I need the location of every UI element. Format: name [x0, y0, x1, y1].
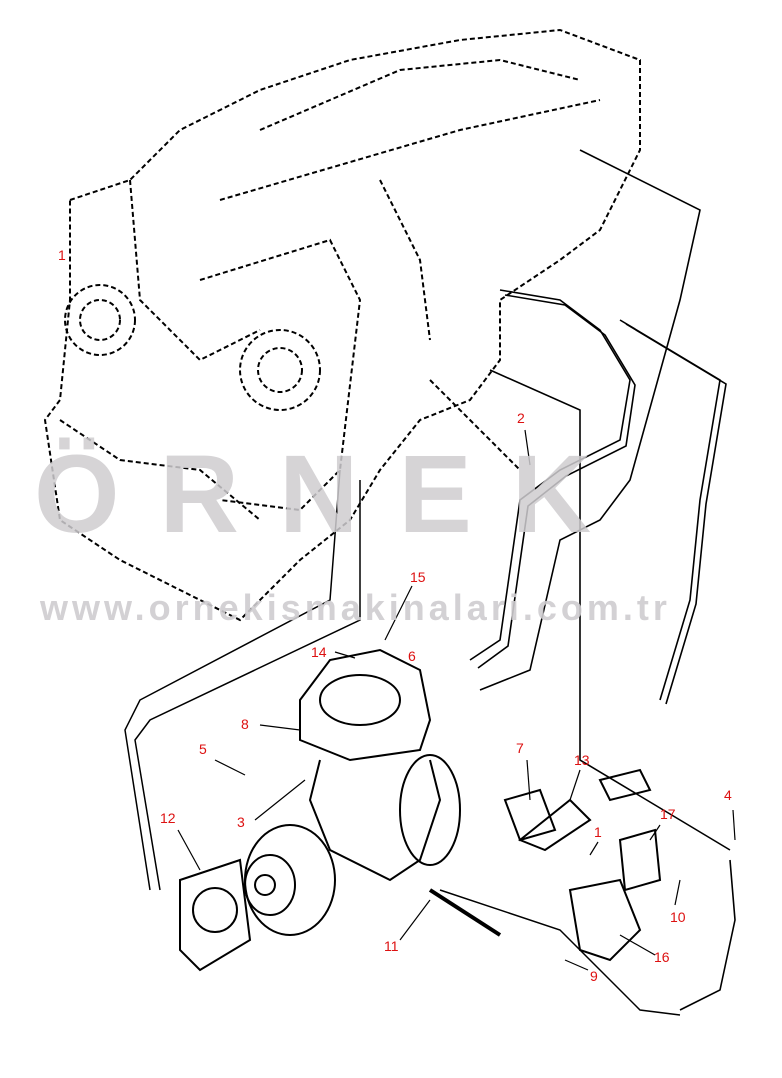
watermark-logo: ÖRNEK — [34, 433, 632, 556]
leader-lines — [177, 429, 736, 971]
callout-6: 6 — [408, 648, 416, 664]
callout-5: 5 — [199, 741, 207, 757]
callout-9: 9 — [590, 968, 598, 984]
callout-13: 13 — [574, 752, 590, 768]
callout-11: 11 — [384, 938, 399, 954]
callout-10: 10 — [670, 909, 686, 925]
callout-15: 15 — [410, 569, 426, 585]
compressor — [179, 648, 461, 972]
callout-12: 12 — [160, 810, 176, 826]
callout-8: 8 — [241, 716, 249, 732]
connector-lines — [124, 469, 681, 1016]
callout-14: 14 — [311, 644, 327, 660]
callout-17: 17 — [660, 806, 676, 822]
watermark-url: www.ornekismakinalari.com.tr — [40, 587, 671, 628]
brackets — [428, 768, 662, 962]
callout-16: 16 — [654, 949, 670, 965]
callout-2: 2 — [517, 410, 525, 426]
callout-4: 4 — [724, 787, 732, 803]
callout-1: 1 — [58, 247, 66, 263]
callout-1b: 1 — [594, 824, 602, 840]
callout-7: 7 — [516, 740, 524, 756]
air-pipes — [469, 149, 736, 1011]
callout-3: 3 — [237, 814, 245, 830]
engine-block — [43, 28, 641, 622]
